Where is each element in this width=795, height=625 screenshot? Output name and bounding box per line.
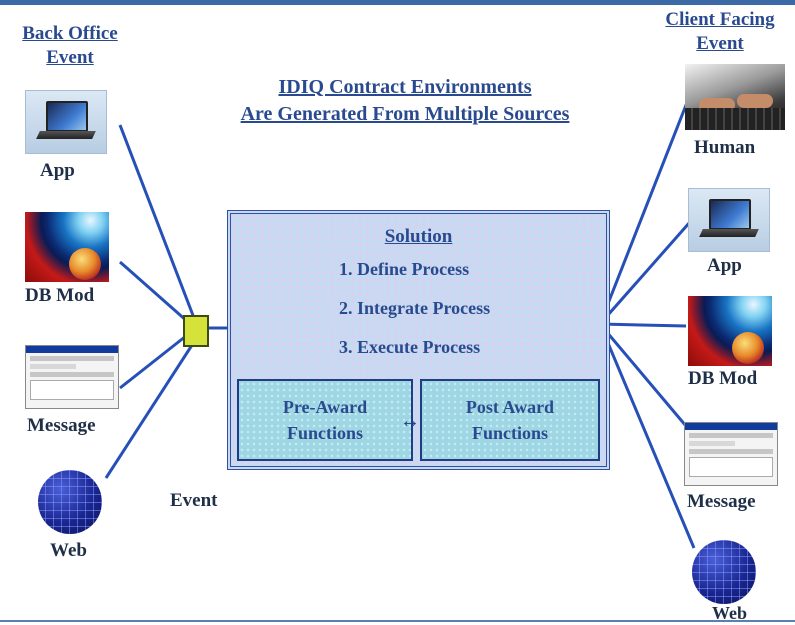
right-web-label: Web <box>712 603 748 623</box>
globe-icon <box>692 540 756 604</box>
connector-right-app <box>598 221 692 325</box>
connector-left-web <box>104 341 196 479</box>
left-web-label: Web <box>50 540 87 561</box>
connector-left-app <box>118 124 196 319</box>
globe-icon <box>38 470 102 534</box>
connector-right-web <box>598 323 696 549</box>
top-border <box>0 0 795 5</box>
connector-right-message <box>598 323 688 427</box>
connector-right-dbmod <box>599 322 687 328</box>
diagram-title: IDIQ Contract Environments Are Generated… <box>170 74 640 128</box>
event-node <box>183 315 209 347</box>
double-arrow-icon: ↔ <box>400 410 420 432</box>
connector-left-message <box>119 334 187 390</box>
right-header-line1: Client Facing <box>665 9 775 30</box>
right-dbmod-label: DB Mod <box>688 368 758 389</box>
step-integrate: 2. Integrate Process <box>339 298 491 318</box>
typing-hands-icon <box>685 64 785 130</box>
message-window-icon <box>684 422 778 486</box>
right-human-label: Human <box>694 137 756 158</box>
left-app-label: App <box>40 160 75 181</box>
connector-left-dbmod <box>119 260 189 324</box>
right-header-line2: Event <box>696 33 744 54</box>
left-header-line1: Back Office <box>22 23 118 44</box>
pre-award-functions: Pre-Award Functions <box>237 379 413 461</box>
title-line2: Are Generated From Multiple Sources <box>240 103 570 125</box>
right-message-label: Message <box>687 491 756 512</box>
left-dbmod-label: DB Mod <box>25 285 95 306</box>
laptop-icon <box>688 188 770 252</box>
left-header: Back Office Event <box>8 22 132 70</box>
left-message-label: Message <box>27 415 96 436</box>
step-define: 1. Define Process <box>339 259 470 279</box>
laptop-icon <box>25 90 107 154</box>
left-header-line2: Event <box>46 47 94 68</box>
post-award-functions: Post Award Functions <box>420 379 600 461</box>
database-mod-icon <box>25 212 109 282</box>
right-app-label: App <box>707 255 742 276</box>
solution-title: Solution <box>384 226 453 247</box>
pre-award-line2: Functions <box>286 423 364 443</box>
message-window-icon <box>25 345 119 409</box>
post-award-line1: Post Award <box>465 397 555 417</box>
right-header: Client Facing Event <box>650 8 790 56</box>
step-execute: 3. Execute Process <box>339 337 481 357</box>
event-label: Event <box>170 490 218 511</box>
pre-award-line1: Pre-Award <box>282 397 368 417</box>
post-award-line2: Functions <box>471 423 549 443</box>
solution-box: Solution 1. Define Process 2. Integrate … <box>227 210 610 470</box>
database-mod-icon <box>688 296 772 366</box>
bottom-border <box>0 620 795 622</box>
connector-right-human <box>598 99 690 325</box>
title-line1: IDIQ Contract Environments <box>278 76 532 98</box>
